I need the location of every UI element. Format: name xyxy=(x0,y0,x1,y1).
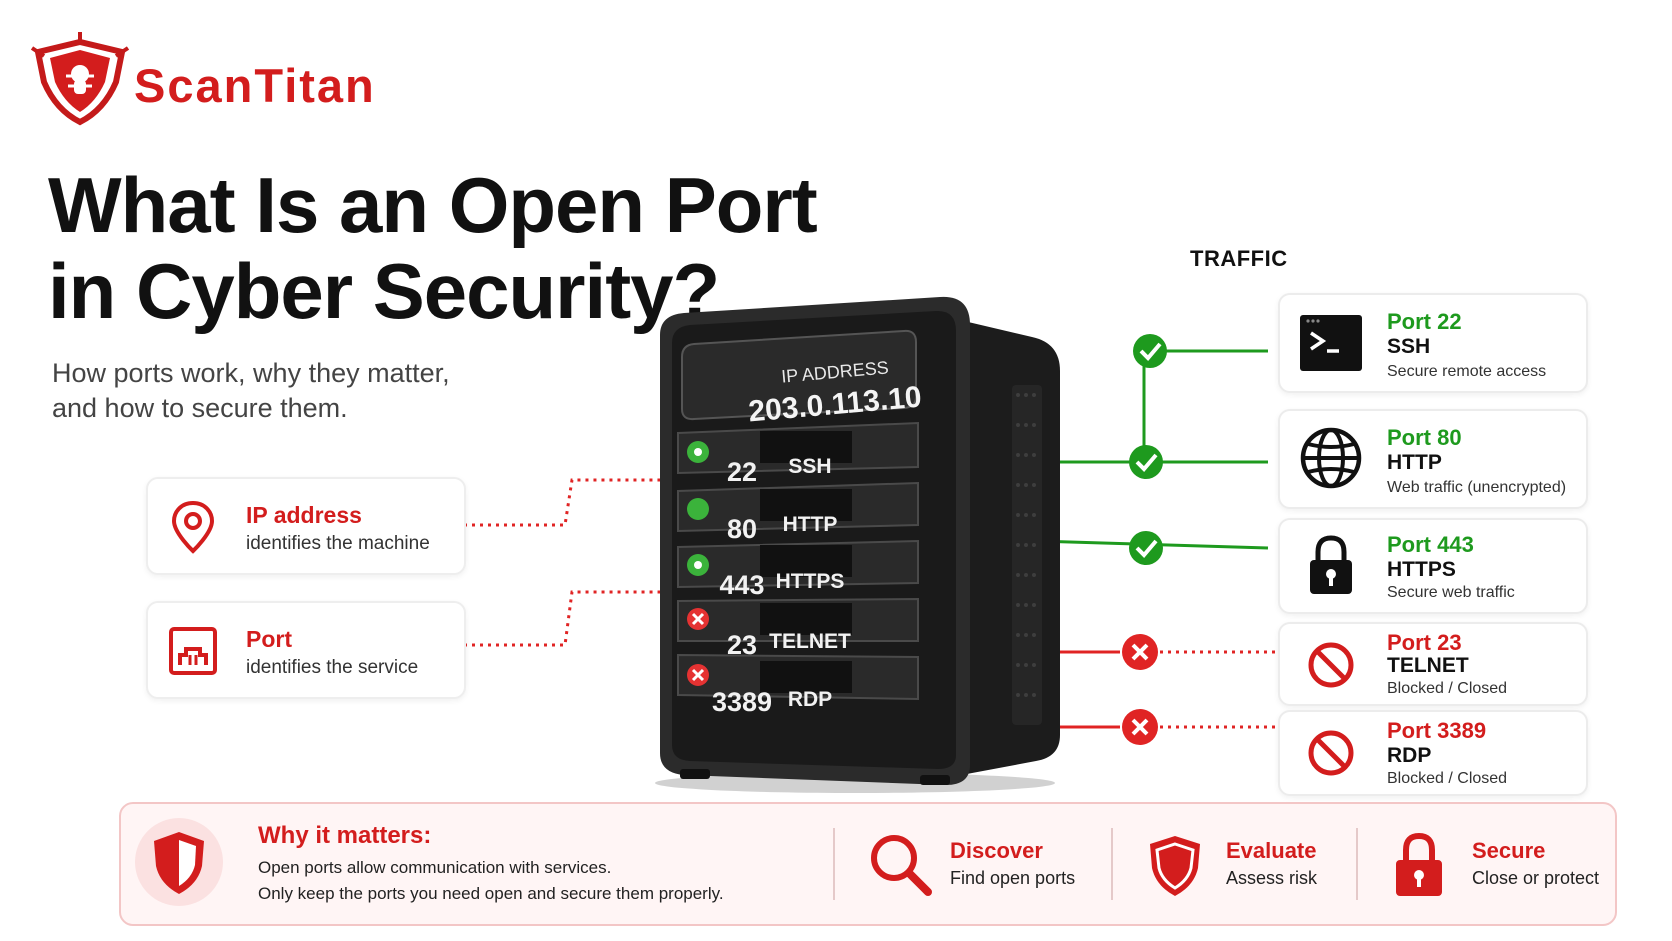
port-card-service: SSH xyxy=(1387,335,1431,358)
slot-service-name: HTTPS xyxy=(775,570,845,593)
step-desc-secure: Close or protect xyxy=(1472,868,1600,888)
info-card-desc: identifies the machine xyxy=(246,533,430,554)
why-it-matters-banner xyxy=(119,802,1617,926)
brand-name: ScanTitan xyxy=(134,59,376,112)
port-card-desc: Web traffic (unencrypted) xyxy=(1387,479,1567,496)
subtitle-line-2: and how to secure them. xyxy=(52,393,348,423)
blocked-icon xyxy=(1308,642,1354,688)
page-title-line-1: What Is an Open Port xyxy=(48,161,818,249)
ssh-allowed-check-icon xyxy=(1133,334,1167,368)
server-vent-grille xyxy=(1016,393,1036,697)
globe-icon xyxy=(1300,427,1362,489)
why-text-line-1: Open ports allow communication with serv… xyxy=(258,858,612,877)
port-card-port: Port 23 xyxy=(1387,630,1462,655)
port-card-port: Port 3389 xyxy=(1387,718,1487,743)
port-card-desc: Blocked / Closed xyxy=(1387,680,1508,697)
port-card-23: Port 23 TELNET Blocked / Closed xyxy=(1278,622,1588,706)
padlock-icon xyxy=(1396,832,1442,896)
slot-service-name: SSH xyxy=(788,455,832,478)
step-desc-discover: Find open ports xyxy=(950,868,1076,888)
port-card-port: Port 443 xyxy=(1387,532,1474,557)
port-connector-line xyxy=(464,590,672,647)
shield-icon xyxy=(1150,836,1200,896)
slot-service-name: RDP xyxy=(787,688,833,711)
slot-port-number: 443 xyxy=(719,570,765,600)
port-slot-80 xyxy=(677,481,919,533)
info-card-port: Port identifies the service xyxy=(146,601,466,699)
port-card-80: Port 80 HTTP Web traffic (unencrypted) xyxy=(1278,409,1588,509)
step-title-secure: Secure xyxy=(1472,838,1546,863)
info-card-ip-address: IP address identifies the machine xyxy=(146,477,466,575)
port-card-service: RDP xyxy=(1387,744,1432,767)
slot-port-number: 3389 xyxy=(711,687,773,717)
why-title: Why it matters: xyxy=(258,822,432,849)
page-title-line-2: in Cyber Security? xyxy=(48,247,720,335)
http-allowed-check-icon xyxy=(1129,445,1163,479)
scantitan-logo-shield-icon xyxy=(30,32,130,126)
banner-divider xyxy=(1356,828,1358,900)
ip-connector-line xyxy=(464,478,672,527)
location-pin-icon xyxy=(171,500,215,554)
info-card-title: IP address xyxy=(246,502,362,528)
port-card-service: HTTPS xyxy=(1387,558,1456,581)
step-title-discover: Discover xyxy=(950,838,1043,863)
slot-port-number: 22 xyxy=(726,457,758,487)
port-card-port: Port 80 xyxy=(1387,425,1462,450)
port-slot-22 xyxy=(677,421,919,475)
port-card-service: TELNET xyxy=(1387,654,1469,677)
slot-port-number: 23 xyxy=(726,630,758,660)
port-card-service: HTTP xyxy=(1387,451,1442,474)
telnet-blocked-x-icon xyxy=(1122,634,1158,670)
ip-display-panel xyxy=(681,329,917,421)
port-slot-443 xyxy=(677,539,919,589)
step-title-evaluate: Evaluate xyxy=(1226,838,1317,863)
subtitle-line-1: How ports work, why they matter, xyxy=(52,358,450,388)
server-illustration xyxy=(655,296,1060,793)
port-slot-3389 xyxy=(677,653,919,701)
port-card-desc: Blocked / Closed xyxy=(1387,770,1508,787)
rdp-blocked-x-icon xyxy=(1122,709,1158,745)
port-card-443: Port 443 HTTPS Secure web traffic xyxy=(1278,518,1588,614)
port-card-port: Port 22 xyxy=(1387,309,1462,334)
port-card-desc: Secure web traffic xyxy=(1387,584,1515,601)
page-title: What Is an Open Port in Cyber Security? xyxy=(48,162,868,334)
banner-divider xyxy=(1111,828,1113,900)
port-card-22: Port 22 SSH Secure remote access xyxy=(1278,293,1588,393)
step-desc-evaluate: Assess risk xyxy=(1226,868,1318,888)
blocked-icon xyxy=(1308,730,1354,776)
shield-icon xyxy=(135,818,223,906)
port-slot-23 xyxy=(677,597,919,642)
info-card-desc: identifies the service xyxy=(246,657,419,678)
terminal-icon xyxy=(1300,315,1362,371)
banner-divider xyxy=(833,828,835,900)
port-socket-icon xyxy=(169,627,217,675)
traffic-label: TRAFFIC xyxy=(1190,246,1288,271)
why-text-line-2: Only keep the ports you need open and se… xyxy=(258,884,724,903)
https-allowed-check-icon xyxy=(1129,531,1163,565)
magnifier-icon xyxy=(871,835,932,896)
padlock-icon xyxy=(1310,535,1352,594)
slot-service-name: TELNET xyxy=(769,630,851,653)
slot-port-number: 80 xyxy=(726,514,758,544)
page-subtitle: How ports work, why they matter, and how… xyxy=(52,356,552,426)
port-card-desc: Secure remote access xyxy=(1387,363,1547,380)
port-card-3389: Port 3389 RDP Blocked / Closed xyxy=(1278,710,1588,796)
info-card-title: Port xyxy=(246,626,292,652)
slot-service-name: HTTP xyxy=(782,513,838,536)
